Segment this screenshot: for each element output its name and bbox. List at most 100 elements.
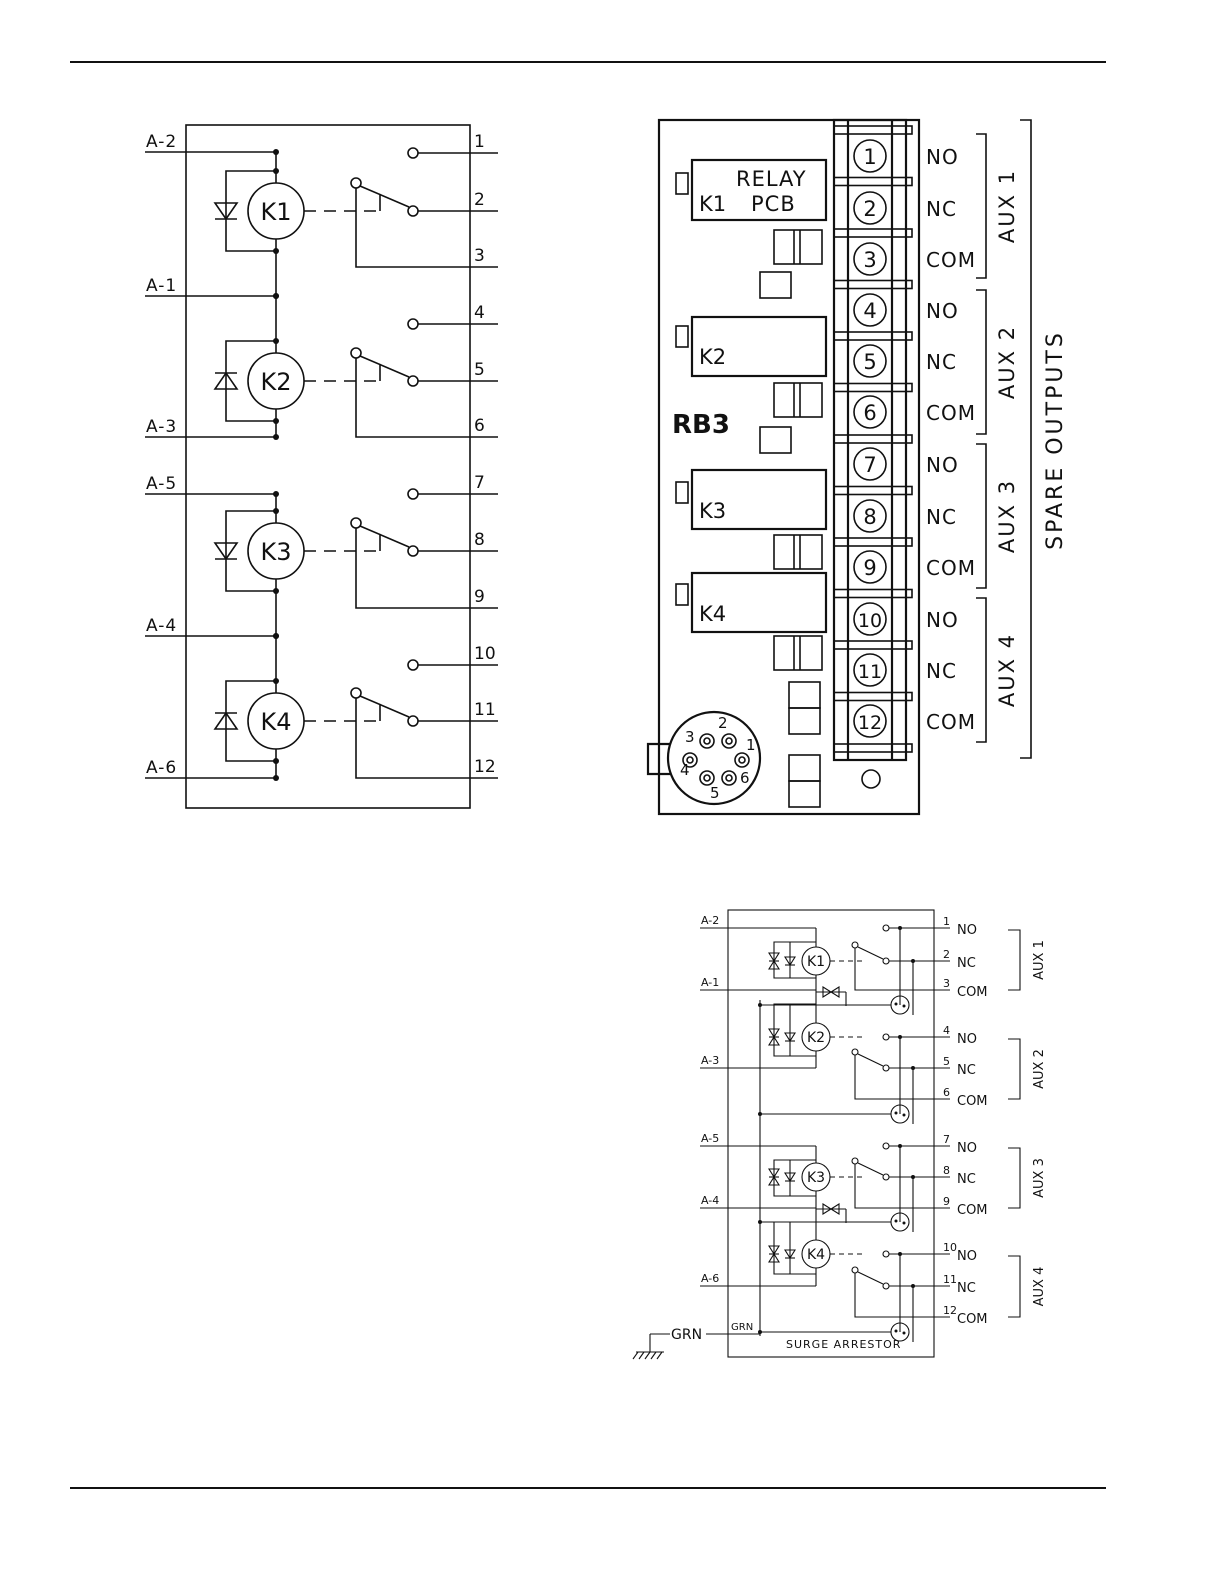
switch-arm bbox=[359, 525, 410, 548]
switch-arm bbox=[359, 185, 410, 208]
switch-arm bbox=[359, 695, 410, 718]
terminal-screw bbox=[853, 293, 887, 327]
connector-pin bbox=[721, 770, 737, 786]
terminal-number: 11 bbox=[943, 1273, 957, 1286]
terminal-number: 4 bbox=[943, 1024, 950, 1037]
input-label: A-1 bbox=[146, 276, 177, 296]
terminal-number: 10 bbox=[858, 610, 882, 632]
contact-label: NC bbox=[957, 1172, 976, 1187]
terminal-number: 10 bbox=[474, 644, 496, 664]
contact-label: NO bbox=[926, 453, 959, 477]
ground-label: GRN bbox=[671, 1327, 702, 1343]
board-model-label: RB3 bbox=[672, 410, 730, 440]
relay-label: K2 bbox=[260, 368, 291, 396]
contact-label: COM bbox=[926, 248, 976, 272]
terminal-screw bbox=[853, 191, 887, 225]
contact-label: NO bbox=[957, 1141, 977, 1156]
relay-k3-block bbox=[690, 468, 828, 531]
contact-label: COM bbox=[957, 1203, 988, 1218]
terminal-number: 2 bbox=[474, 190, 485, 210]
tvs-diode-icon bbox=[768, 1245, 780, 1263]
terminal-screw bbox=[853, 447, 887, 481]
terminal-number: 3 bbox=[943, 977, 950, 990]
contact-label: NC bbox=[926, 350, 957, 374]
connector-tab bbox=[646, 742, 670, 776]
terminal-number: 11 bbox=[858, 661, 882, 683]
tvs-diode-icon bbox=[768, 1028, 780, 1046]
terminal-number: 12 bbox=[474, 757, 496, 777]
contact-label: NC bbox=[957, 956, 976, 971]
relay-pcb-label: PCB bbox=[751, 192, 796, 216]
terminal-screw bbox=[853, 602, 887, 636]
contact-label: NC bbox=[926, 659, 957, 683]
relay-label: K4 bbox=[807, 1247, 825, 1263]
terminal-number: 9 bbox=[943, 1195, 950, 1208]
relay-label: K3 bbox=[699, 499, 726, 523]
contact-label: NO bbox=[926, 608, 959, 632]
contact-label: NC bbox=[957, 1063, 976, 1078]
terminal-number: 9 bbox=[863, 556, 876, 580]
aux-group-label: AUX 2 bbox=[1032, 1049, 1047, 1089]
terminal-number: 9 bbox=[474, 587, 485, 607]
terminal-number: 11 bbox=[474, 700, 496, 720]
terminal-screw bbox=[853, 344, 887, 378]
connector-pin bbox=[734, 752, 750, 768]
input-label: A-5 bbox=[146, 474, 177, 494]
component-square-6 bbox=[788, 780, 821, 808]
relay-label: K2 bbox=[807, 1030, 825, 1046]
terminal-number: 1 bbox=[943, 915, 950, 928]
connector-pin bbox=[699, 770, 715, 786]
terminal-number: 8 bbox=[474, 530, 485, 550]
terminal-number: 7 bbox=[474, 473, 485, 493]
terminal-screw bbox=[853, 550, 887, 584]
component-square-5 bbox=[788, 754, 821, 782]
diode-icon bbox=[213, 202, 239, 221]
input-label: A-3 bbox=[146, 417, 177, 437]
contact-label: NO bbox=[957, 1249, 977, 1264]
terminal-number: 2 bbox=[863, 197, 876, 221]
relay-label: K1 bbox=[699, 192, 726, 216]
relay-label: K2 bbox=[699, 345, 726, 369]
terminal-number: 1 bbox=[474, 132, 485, 152]
connector-pin-number: 2 bbox=[718, 714, 728, 732]
aux-group-label: AUX 3 bbox=[1032, 1158, 1047, 1198]
component-pair bbox=[773, 534, 823, 570]
input-label: A-6 bbox=[701, 1272, 719, 1285]
aux-group-label: AUX 2 bbox=[995, 325, 1019, 399]
aux-group-label: AUX 1 bbox=[995, 169, 1019, 243]
terminal-number: 10 bbox=[943, 1241, 957, 1254]
terminal-number: 8 bbox=[943, 1164, 950, 1177]
connector-pin bbox=[682, 752, 698, 768]
relay-label: K3 bbox=[807, 1170, 825, 1186]
terminal-number: 5 bbox=[943, 1055, 950, 1068]
relay-label: K3 bbox=[260, 538, 291, 566]
diode-icon bbox=[784, 956, 796, 967]
contact-label: COM bbox=[957, 1094, 988, 1109]
input-label: A-6 bbox=[146, 758, 177, 778]
led-k1 bbox=[675, 172, 689, 195]
surge-outline bbox=[727, 909, 935, 1358]
relay-k4-block bbox=[690, 571, 828, 634]
terminal-screw bbox=[853, 139, 887, 173]
terminal-number: 3 bbox=[474, 246, 485, 266]
connector-pin bbox=[699, 733, 715, 749]
terminal-number: 8 bbox=[863, 505, 876, 529]
terminal-number: 6 bbox=[863, 401, 876, 425]
terminal-number: 7 bbox=[863, 453, 876, 477]
contact-label: NO bbox=[926, 299, 959, 323]
tvs-diode-icon bbox=[768, 1168, 780, 1186]
relay-label: K4 bbox=[699, 602, 726, 626]
input-label: A-1 bbox=[701, 976, 719, 989]
terminal-screw bbox=[853, 653, 887, 687]
terminal-number: 6 bbox=[943, 1086, 950, 1099]
board-outline bbox=[657, 118, 921, 816]
terminal-number: 7 bbox=[943, 1133, 950, 1146]
input-label: A-4 bbox=[146, 616, 177, 636]
terminal-screw bbox=[853, 704, 887, 738]
component-pair bbox=[773, 382, 823, 418]
led-k3 bbox=[675, 481, 689, 504]
contact-label: NO bbox=[957, 923, 977, 938]
relay-label: K4 bbox=[260, 708, 291, 736]
